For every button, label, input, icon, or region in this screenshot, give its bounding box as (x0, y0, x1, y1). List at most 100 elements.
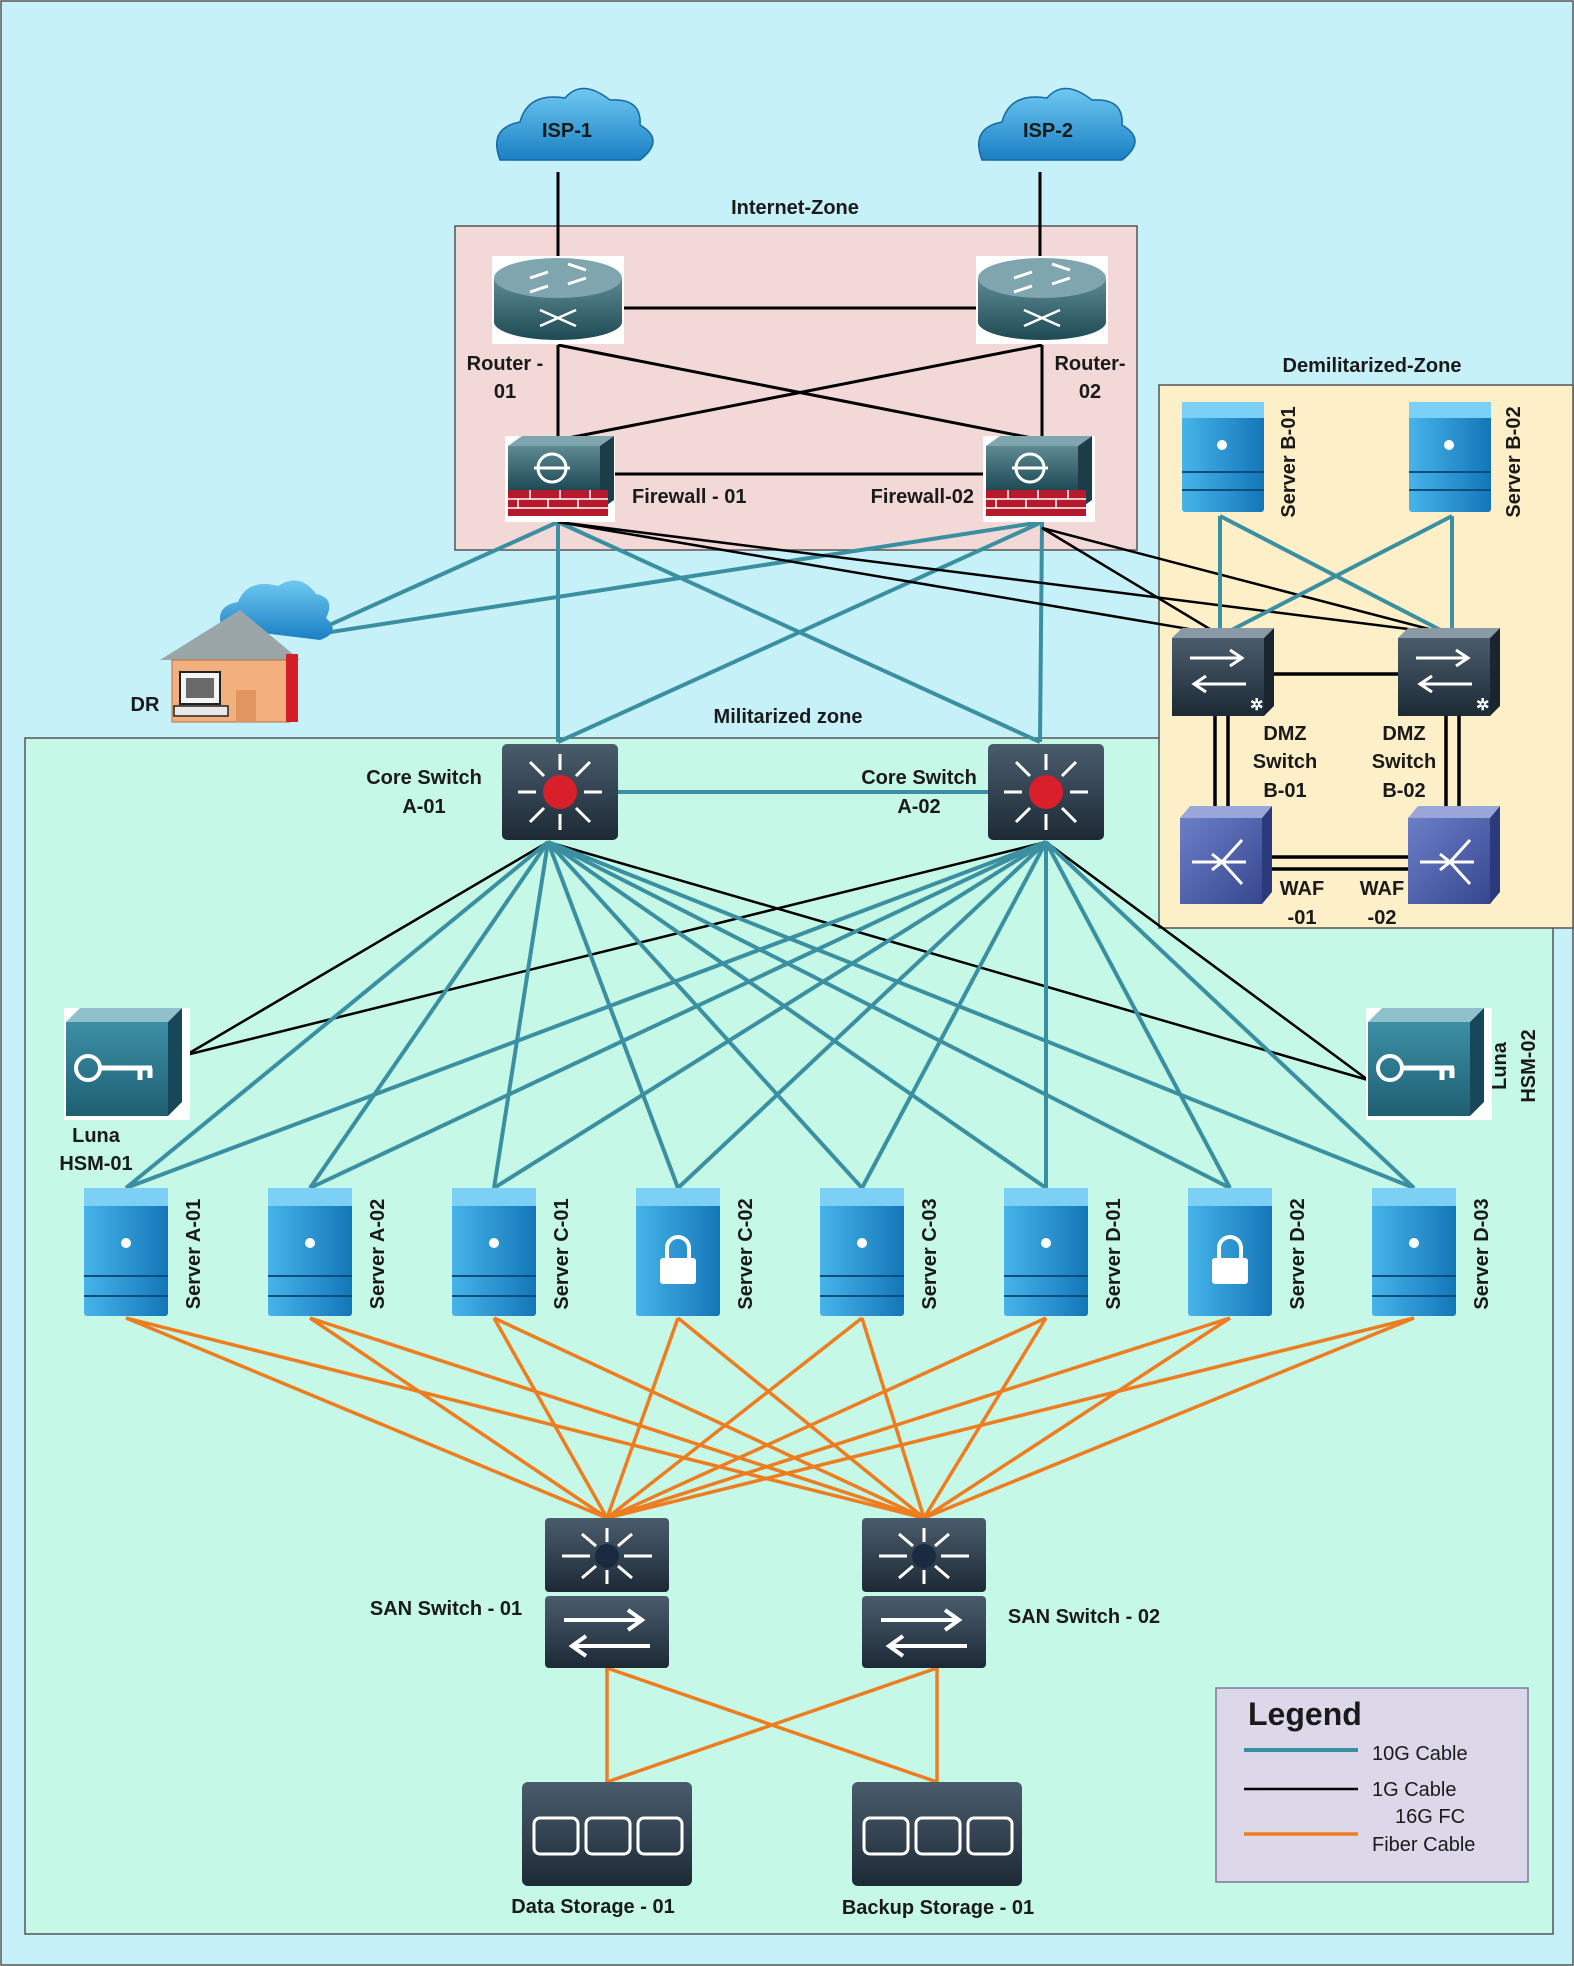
waf-02-icon (1408, 806, 1500, 904)
core-switch-a-01-label-2: A-01 (402, 796, 445, 818)
server-icon (1188, 1188, 1272, 1316)
server-icon (1372, 1188, 1456, 1316)
server-icon (1004, 1188, 1088, 1316)
waf-01-label-1: WAF (1280, 878, 1324, 900)
firewall-01-icon (505, 436, 615, 522)
backup-storage-label: Backup Storage - 01 (842, 1897, 1034, 1919)
legend-fc-label-1: 16G FC (1395, 1806, 1465, 1828)
server-san1-link (606, 1316, 1415, 1520)
san-switch-02-icon (862, 1518, 986, 1668)
core-a02-server-link (1044, 840, 1416, 1190)
dmz-switch-b-01-icon: ✲ (1172, 628, 1274, 716)
server-b-02-label: Server B-02 (1503, 406, 1525, 517)
backup-storage-icon (852, 1782, 1022, 1886)
legend-1g-label: 1G Cable (1372, 1779, 1457, 1801)
dmz-switch-b-02-label-1: DMZ (1382, 723, 1425, 745)
server-san2-link (922, 1317, 1048, 1519)
san-switch-01-label: SAN Switch - 01 (370, 1598, 522, 1620)
dmz-switch-b-01-label-1: DMZ (1263, 723, 1306, 745)
server-icon (268, 1188, 352, 1316)
server-san2-link (860, 1317, 926, 1519)
server-san1-link (309, 1316, 608, 1520)
server-san2-link (923, 1316, 1231, 1520)
legend-title: Legend (1248, 1696, 1362, 1732)
server-san2-link (676, 1316, 926, 1520)
server-b-02-icon (1409, 402, 1491, 512)
server-icon (636, 1188, 720, 1316)
server-san1-link (606, 1316, 1231, 1520)
server-san1-link (125, 1316, 608, 1520)
server-label: Server C-01 (551, 1198, 573, 1309)
core-a01-server-link (547, 840, 1231, 1190)
core-switch-a-01-label-1: Core Switch (366, 767, 482, 789)
server-label: Server C-02 (735, 1198, 757, 1309)
core-a02-server-link (1044, 841, 1232, 1189)
isp-2-cloud-icon: ISP-2 (978, 87, 1136, 161)
dmz-switch-b-01-label-3: B-01 (1263, 780, 1306, 802)
core-a01-server-link (308, 840, 550, 1190)
core-a02-server-link (125, 840, 1047, 1190)
luna-hsm-02-label-1: Luna (1489, 1041, 1511, 1090)
core-a01-server-link (547, 840, 1415, 1190)
waf-02-label-1: WAF (1360, 878, 1404, 900)
luna-hsm-01-icon (64, 1008, 190, 1120)
waf-01-icon (1180, 806, 1272, 904)
internet-zone-title: Internet-Zone (731, 197, 859, 219)
firewall-01-label: Firewall - 01 (632, 486, 747, 508)
connections (124, 172, 1461, 1784)
server-san1-link (606, 1316, 1047, 1520)
luna-hsm-01-label-2: HSM-01 (59, 1153, 132, 1175)
server-icon (452, 1188, 536, 1316)
router-01-icon (492, 256, 624, 344)
core-a01-server-link (492, 841, 550, 1189)
core-a02-server-link (860, 841, 1048, 1189)
server-san2-link (309, 1316, 925, 1520)
isp-1-cloud-icon: ISP-1 (496, 87, 654, 161)
server-san2-link (923, 1316, 1415, 1520)
luna-hsm-02-icon (1366, 1008, 1492, 1120)
svg-text:✲: ✲ (1476, 697, 1489, 714)
core-a01-server-link (546, 840, 864, 1190)
legend: Legend 10G Cable 1G Cable 16G FC Fiber C… (1215, 1687, 1529, 1883)
server-san2-link (493, 1316, 925, 1520)
dr-label: DR (131, 694, 160, 716)
dmz-switch-b-02-label-2: Switch (1372, 751, 1436, 773)
core-a02-server-link (676, 840, 1048, 1190)
server-icon (820, 1188, 904, 1316)
server-label: Server C-03 (919, 1198, 941, 1309)
server-label: Server A-02 (367, 1199, 389, 1309)
server-san1-link (605, 1317, 680, 1519)
core-a02-server-link (492, 840, 1048, 1190)
waf-01-label-2: -01 (1288, 907, 1317, 929)
luna-hsm-02-label-2: HSM-02 (1518, 1029, 1540, 1102)
server-label: Server A-01 (183, 1199, 205, 1309)
dmz-switch-b-02-label-3: B-02 (1382, 780, 1425, 802)
firewall-02-label: Firewall-02 (871, 486, 974, 508)
luna-hsm-01-label-1: Luna (72, 1125, 121, 1147)
san-switch-01-icon (545, 1518, 669, 1668)
core-a01-server-link (546, 841, 680, 1189)
core-a02-server-link (309, 840, 1047, 1190)
data-storage-icon (522, 1782, 692, 1886)
router-01-label-2: 01 (494, 381, 516, 403)
dmz-switch-b-01-label-2: Switch (1253, 751, 1317, 773)
san-switch-02-label: SAN Switch - 02 (1008, 1606, 1160, 1628)
militarized-zone-title: Militarized zone (714, 706, 863, 728)
isp-2-label: ISP-2 (1023, 120, 1073, 142)
isp-1-label: ISP-1 (542, 120, 592, 142)
core-switch-a-01-icon (502, 744, 618, 840)
core-switch-a-02-label-1: Core Switch (861, 767, 977, 789)
dmz-title: Demilitarized-Zone (1283, 355, 1462, 377)
dr-house-icon (160, 580, 333, 723)
server-san1-link (605, 1316, 864, 1520)
router-01-label-1: Router - (467, 353, 544, 375)
server-label: Server D-01 (1103, 1198, 1125, 1309)
server-b-01-icon (1182, 402, 1264, 512)
router-02-label-1: Router- (1054, 353, 1125, 375)
server-san2-link (125, 1316, 925, 1520)
server-san1-link (492, 1317, 609, 1519)
server-row: Server A-01 Server A-02 Server C-01 Server … (84, 1188, 1493, 1316)
server-label: Server D-03 (1471, 1198, 1493, 1309)
legend-fc-label-2: Fiber Cable (1372, 1834, 1475, 1856)
core-a01-server-link (124, 840, 550, 1190)
